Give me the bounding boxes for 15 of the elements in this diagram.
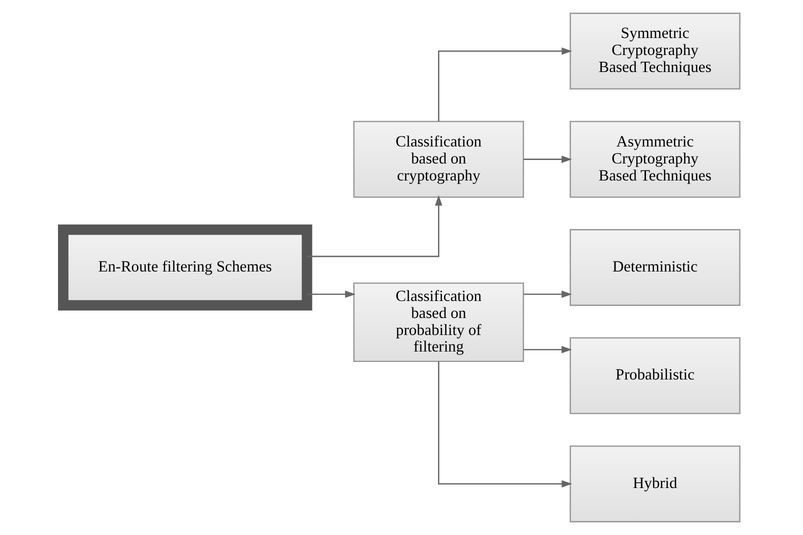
arrow [524, 156, 572, 163]
node-box: Classification based on cryptography [353, 120, 524, 198]
node-box: Asymmetric Cryptography Based Techniques [570, 120, 740, 198]
node-box: Classification based on probability of filtering [353, 282, 524, 362]
node-box: Deterministic [570, 229, 740, 306]
node-box: Symmetric Cryptography Based Techniques [570, 12, 740, 90]
node-box: Hybrid [570, 445, 740, 522]
arrow [307, 195, 442, 258]
node-box: Probabilistic [570, 337, 740, 414]
arrow [307, 290, 356, 298]
arrow [524, 346, 572, 354]
arrow [524, 290, 572, 298]
arrow [438, 361, 572, 488]
node-box: En-Route filtering Schemes [58, 224, 312, 311]
arrow [438, 47, 572, 122]
